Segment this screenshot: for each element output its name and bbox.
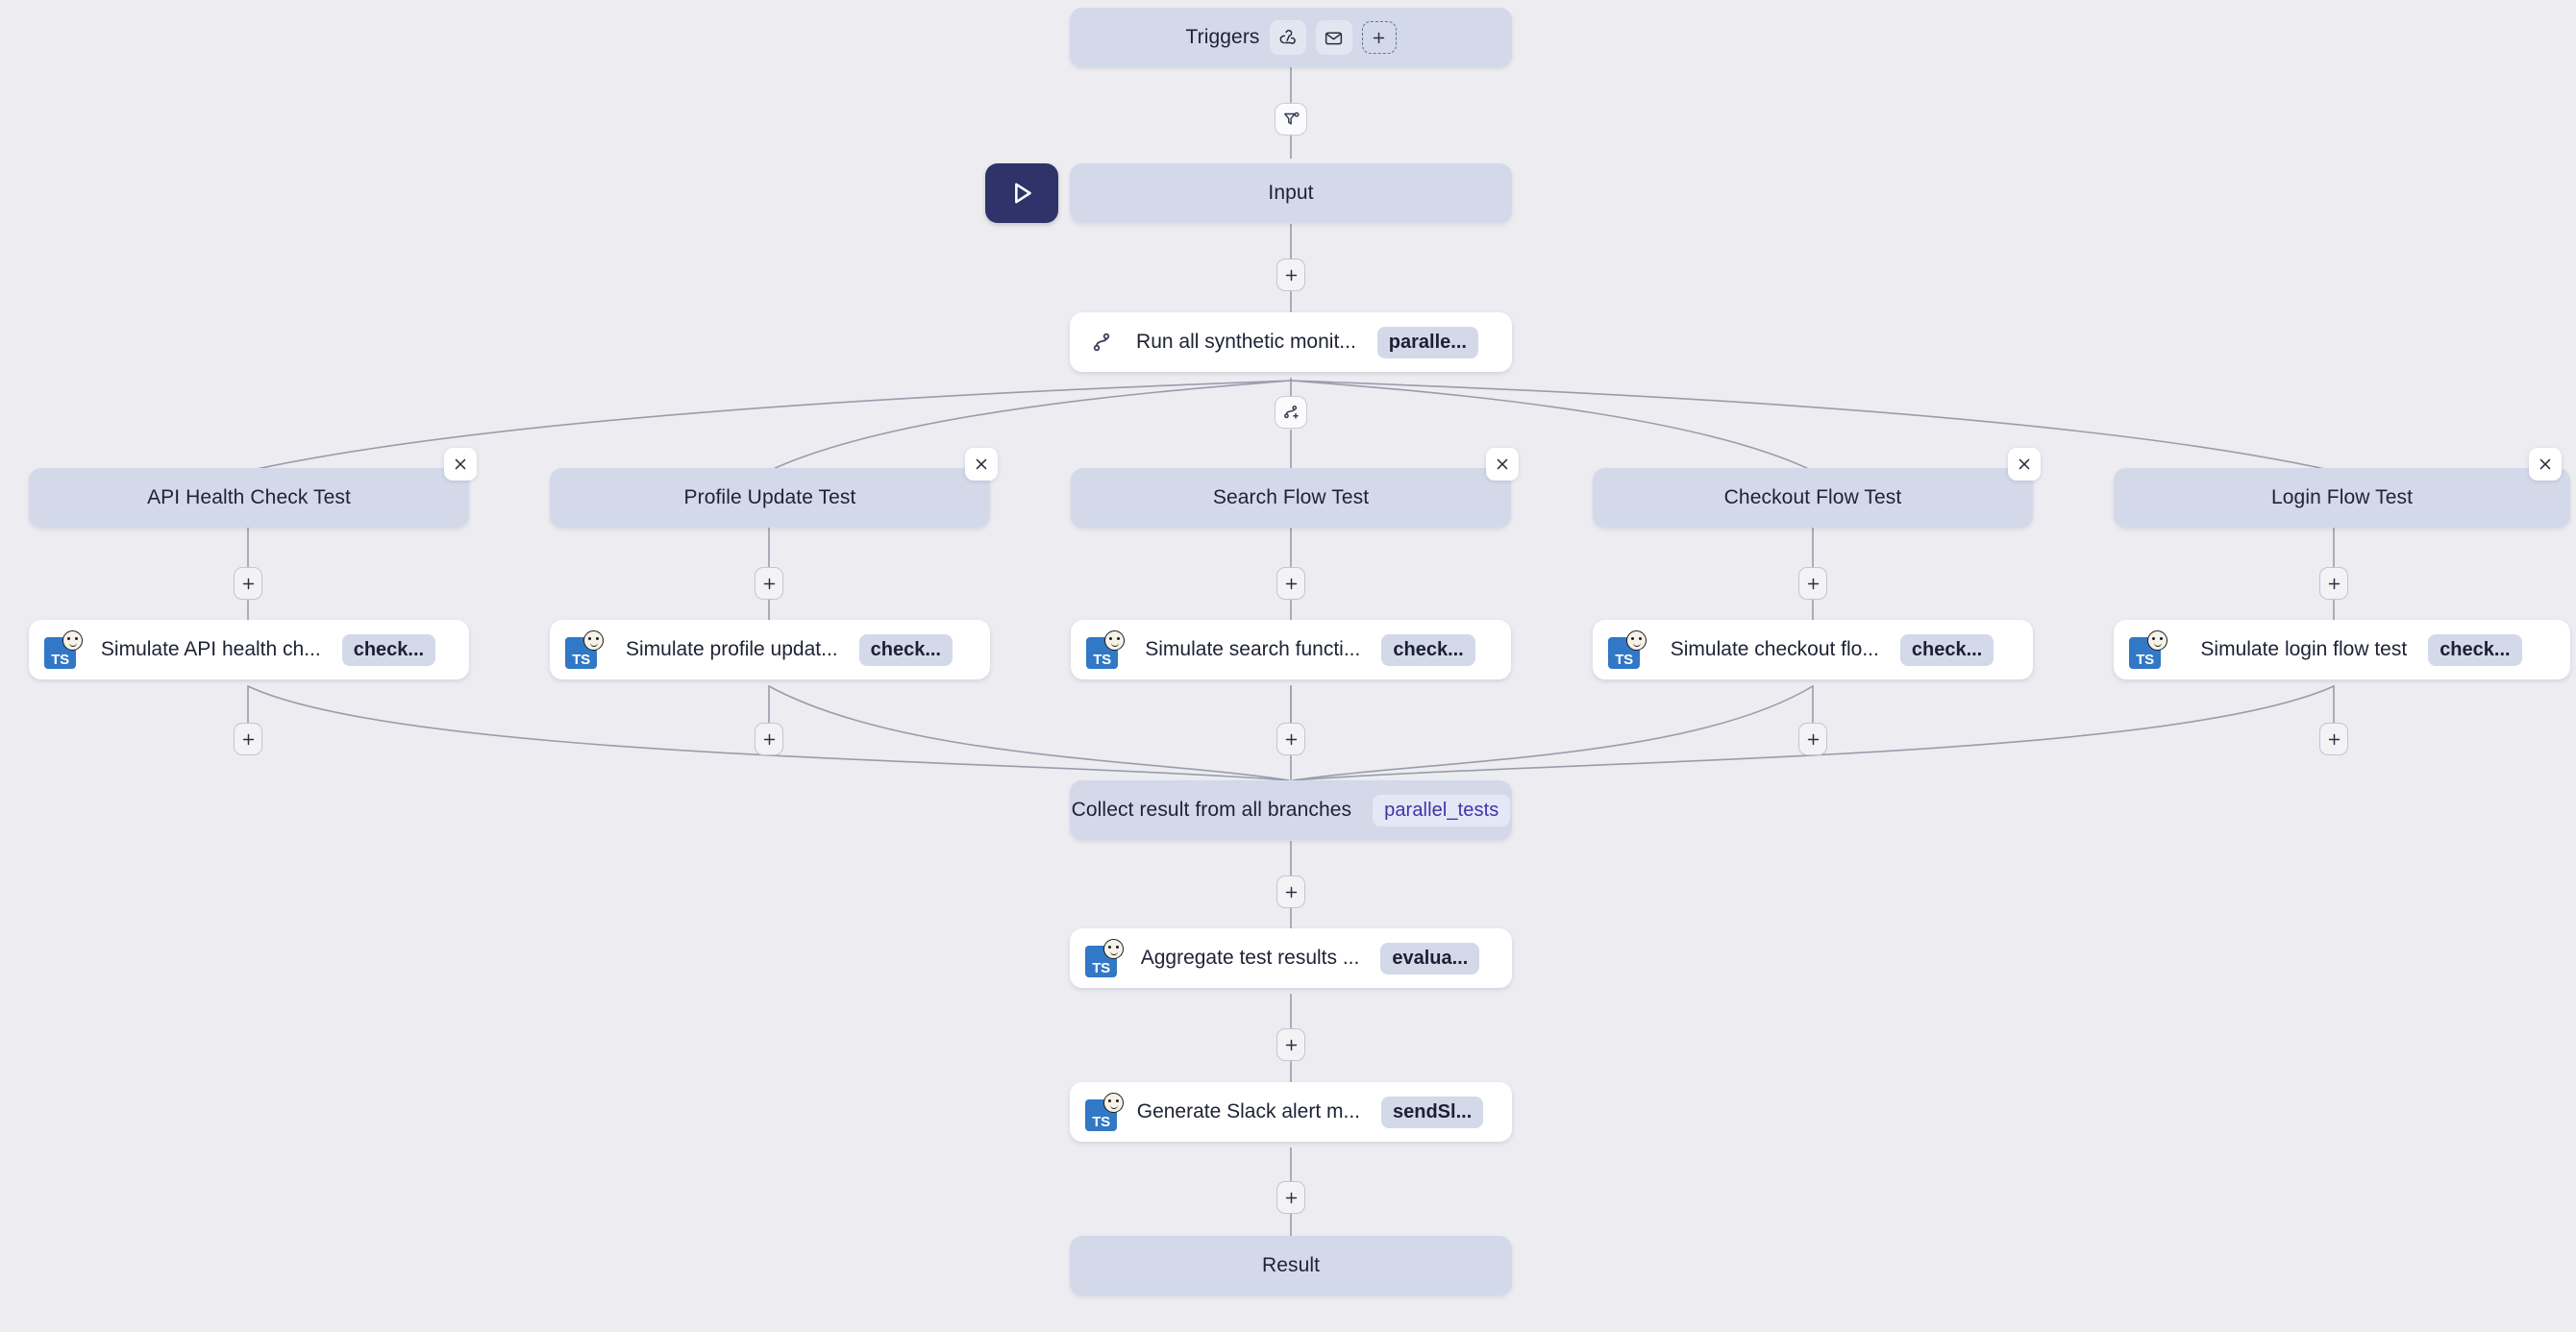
branch-close-button-0[interactable] bbox=[444, 448, 477, 481]
branch-header-profile-update-test[interactable]: Profile Update Test bbox=[550, 468, 990, 528]
branch-header-checkout-flow-test[interactable]: Checkout Flow Test bbox=[1593, 468, 2033, 528]
add-step-branch-2-after[interactable] bbox=[1276, 723, 1305, 755]
close-icon bbox=[976, 458, 987, 470]
triggers-label: Triggers bbox=[1185, 26, 1260, 48]
play-icon bbox=[1015, 183, 1031, 204]
aggregate-results-badge: evalua... bbox=[1380, 942, 1480, 974]
slack-alert-node[interactable]: TS Generate Slack alert m... sendSl... bbox=[1070, 1082, 1512, 1142]
branch-header-label: Profile Update Test bbox=[683, 486, 856, 508]
typescript-icon: TS bbox=[1086, 630, 1125, 669]
add-trigger-button[interactable] bbox=[1361, 21, 1397, 54]
branch-step-label: Simulate profile updat... bbox=[625, 638, 838, 660]
branch-step-label: Simulate login flow test bbox=[2200, 638, 2408, 660]
branch-close-button-3[interactable] bbox=[2008, 448, 2041, 481]
add-step-after-input[interactable] bbox=[1276, 259, 1305, 291]
branch-all-badge: paralle... bbox=[1376, 326, 1478, 358]
branch-step-label: Simulate API health ch... bbox=[100, 638, 321, 660]
collect-results-badge: parallel_tests bbox=[1373, 794, 1511, 826]
add-step-after-aggregate[interactable] bbox=[1276, 1028, 1305, 1061]
branch-header-label: Login Flow Test bbox=[2270, 486, 2414, 508]
filter-settings-icon[interactable] bbox=[1275, 103, 1307, 136]
branch-header-label: API Health Check Test bbox=[147, 486, 351, 508]
typescript-icon: TS bbox=[1085, 939, 1124, 977]
add-step-branch-3-after[interactable] bbox=[1798, 723, 1827, 755]
branch-step-card-1[interactable]: TS Simulate profile updat... check... bbox=[550, 620, 990, 679]
result-node[interactable]: Result bbox=[1070, 1236, 1512, 1295]
branch-step-badge: check... bbox=[2428, 633, 2522, 666]
branch-header-api-health-check-test[interactable]: API Health Check Test bbox=[29, 468, 469, 528]
slack-alert-label: Generate Slack alert m... bbox=[1136, 1100, 1360, 1122]
add-step-branch-2[interactable] bbox=[1276, 567, 1305, 600]
add-step-branch-4-after[interactable] bbox=[2319, 723, 2348, 755]
branch-close-button-4[interactable] bbox=[2529, 448, 2562, 481]
typescript-icon: TS bbox=[565, 630, 604, 669]
mail-icon[interactable] bbox=[1315, 20, 1352, 55]
add-step-branch-1-after[interactable] bbox=[755, 723, 783, 755]
branch-step-card-3[interactable]: TS Simulate checkout flo... check... bbox=[1593, 620, 2033, 679]
input-node[interactable]: Input bbox=[1070, 163, 1512, 223]
branch-step-badge: check... bbox=[1899, 633, 1994, 666]
slack-alert-badge: sendSl... bbox=[1381, 1096, 1484, 1128]
result-label: Result bbox=[1261, 1254, 1321, 1276]
branch-step-badge: check... bbox=[1381, 633, 1475, 666]
typescript-icon: TS bbox=[1085, 1093, 1124, 1131]
branch-step-badge: check... bbox=[341, 633, 436, 666]
add-step-branch-4[interactable] bbox=[2319, 567, 2348, 600]
triggers-node[interactable]: Triggers bbox=[1070, 8, 1512, 67]
aggregate-results-label: Aggregate test results ... bbox=[1140, 947, 1360, 969]
run-workflow-button[interactable] bbox=[985, 163, 1058, 223]
add-step-branch-0[interactable] bbox=[234, 567, 262, 600]
add-step-branch-3[interactable] bbox=[1798, 567, 1827, 600]
branch-close-button-2[interactable] bbox=[1486, 448, 1519, 481]
collect-results-node[interactable]: Collect result from all branches paralle… bbox=[1070, 780, 1512, 840]
typescript-icon: TS bbox=[1608, 630, 1647, 669]
add-step-branch-0-after[interactable] bbox=[234, 723, 262, 755]
branch-step-card-2[interactable]: TS Simulate search functi... check... bbox=[1071, 620, 1511, 679]
branch-all-label: Run all synthetic monit... bbox=[1136, 331, 1356, 353]
webhook-icon[interactable] bbox=[1269, 20, 1306, 55]
branch-icon bbox=[1085, 331, 1118, 354]
close-icon bbox=[2019, 458, 2030, 470]
branch-header-search-flow-test[interactable]: Search Flow Test bbox=[1071, 468, 1511, 528]
branch-header-login-flow-test[interactable]: Login Flow Test bbox=[2114, 468, 2570, 528]
branch-step-card-0[interactable]: TS Simulate API health ch... check... bbox=[29, 620, 469, 679]
collect-results-label: Collect result from all branches bbox=[1071, 799, 1352, 821]
add-step-after-slack[interactable] bbox=[1276, 1181, 1305, 1214]
typescript-icon: TS bbox=[2129, 630, 2167, 669]
branch-step-label: Simulate search functi... bbox=[1145, 638, 1361, 660]
input-label: Input bbox=[1268, 182, 1314, 204]
branch-all-node[interactable]: Run all synthetic monit... paralle... bbox=[1070, 312, 1512, 372]
branch-header-label: Checkout Flow Test bbox=[1723, 486, 1902, 508]
close-icon bbox=[1497, 458, 1508, 470]
branch-step-label: Simulate checkout flo... bbox=[1670, 638, 1879, 660]
aggregate-results-node[interactable]: TS Aggregate test results ... evalua... bbox=[1070, 928, 1512, 988]
branch-header-label: Search Flow Test bbox=[1212, 486, 1370, 508]
add-step-branch-1[interactable] bbox=[755, 567, 783, 600]
branch-step-card-4[interactable]: TS Simulate login flow test check... bbox=[2114, 620, 2570, 679]
typescript-icon: TS bbox=[44, 630, 83, 669]
close-icon bbox=[455, 458, 466, 470]
branch-add-icon[interactable] bbox=[1275, 396, 1307, 429]
add-step-after-collect[interactable] bbox=[1276, 876, 1305, 908]
branch-close-button-1[interactable] bbox=[965, 448, 998, 481]
branch-step-badge: check... bbox=[858, 633, 953, 666]
close-icon bbox=[2539, 458, 2551, 470]
